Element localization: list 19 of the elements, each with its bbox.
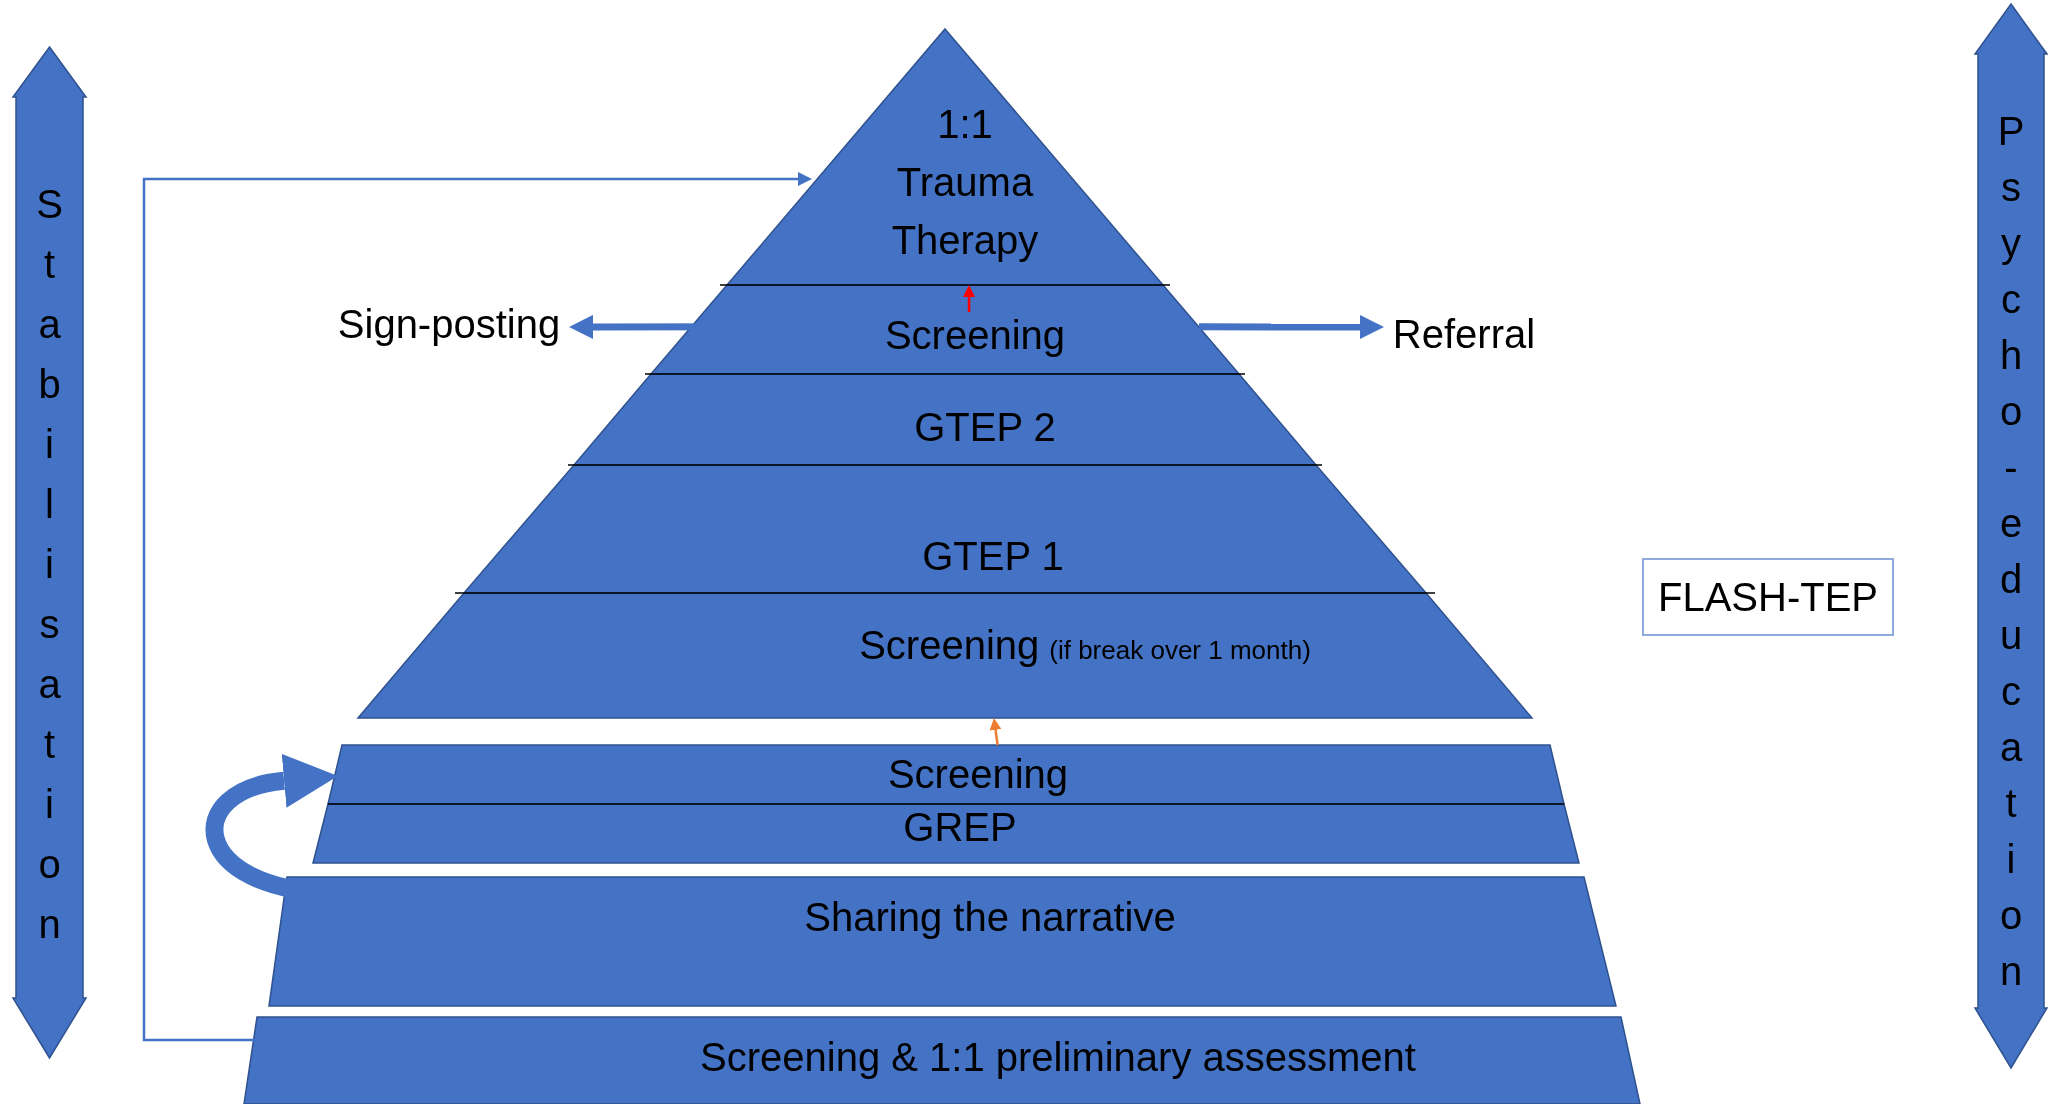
arrow <box>989 718 1002 746</box>
arrow-label: Psycho-education <box>1989 109 2033 1005</box>
tier-label: Screening & 1:1 preliminary assessment <box>700 1035 1416 1079</box>
tier-label: Sharing the narrative <box>804 895 1176 939</box>
tier-label: GREP <box>903 805 1017 849</box>
tier-label: Screening <box>884 313 1066 357</box>
side-label: Sign-posting <box>329 295 569 353</box>
tier-label: Screening <box>887 752 1069 796</box>
arrow-label: Stabilisation <box>27 182 72 962</box>
side-label: Referral <box>1384 305 1544 363</box>
tier-label: Screening <box>859 623 1040 667</box>
bordered-label: FLASH-TEP <box>1642 558 1894 636</box>
arrow <box>963 285 976 312</box>
tier-label: GTEP 2 <box>914 405 1056 449</box>
curved-arrow <box>1199 315 1384 339</box>
tier-label: GTEP 1 <box>922 534 1064 578</box>
tier-label: 1:1 Trauma Therapy <box>891 102 1039 262</box>
tier-note: (if break over 1 month) <box>1049 635 1311 665</box>
arrow <box>142 172 812 1042</box>
